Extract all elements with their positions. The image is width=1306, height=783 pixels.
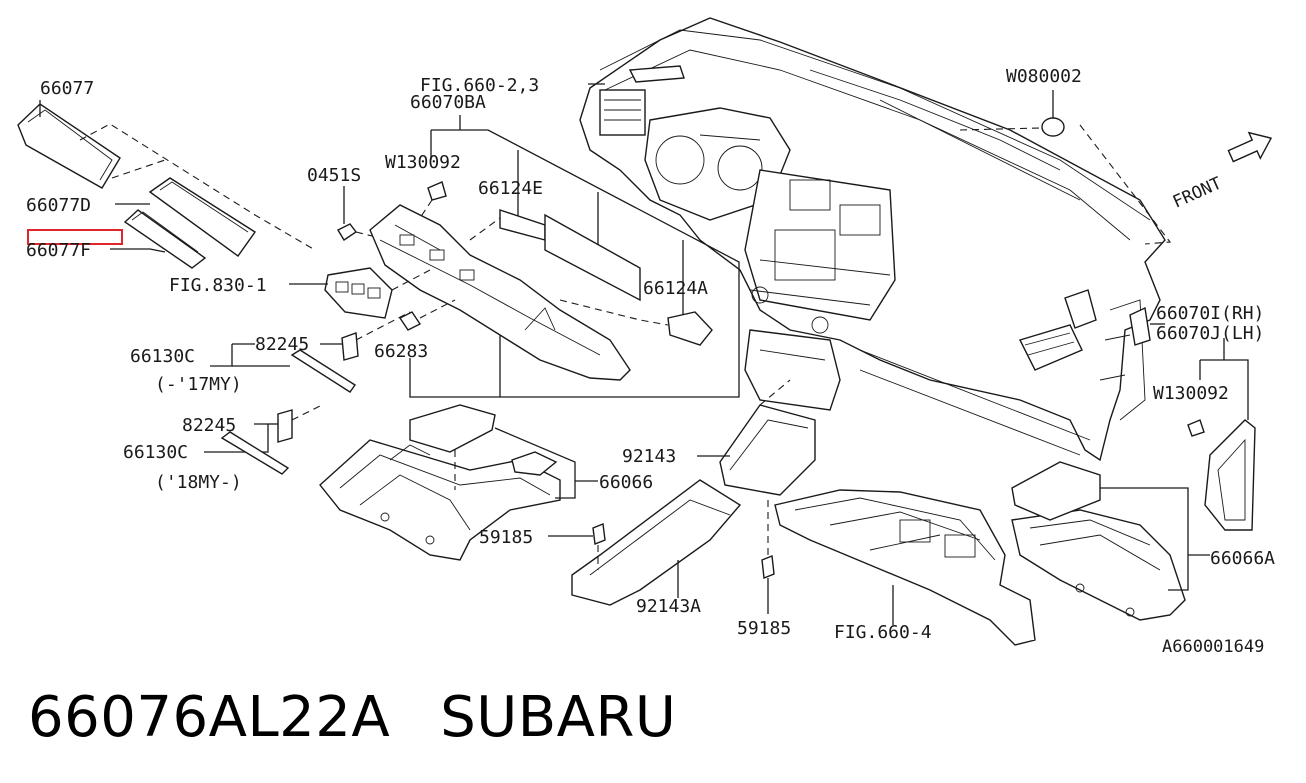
label-fig660-2-3: FIG.660-2,3 — [420, 75, 539, 96]
front-label: FRONT — [1170, 173, 1225, 212]
pad-66066-a — [409, 404, 496, 453]
label-66077d: 66077D — [26, 195, 91, 216]
label-82245-a: 82245 — [255, 334, 309, 355]
label-59185-a: 59185 — [479, 527, 533, 548]
label-w080002: W080002 — [1006, 66, 1082, 87]
cover-66077 — [17, 103, 121, 189]
label-66066: 66066 — [599, 472, 653, 493]
cover-66077d — [148, 177, 256, 257]
clip-59185-a-icon — [592, 523, 606, 545]
label-17my: (-'17MY) — [155, 374, 242, 395]
clip-w130092-icon — [427, 181, 447, 201]
label-66066a: 66066A — [1210, 548, 1275, 569]
front-arrow-icon — [1227, 131, 1273, 163]
label-66124a: 66124A — [643, 278, 708, 299]
pad-82245-a — [341, 332, 359, 361]
label-66070j: 66070J(LH) — [1156, 323, 1264, 344]
label-66077: 66077 — [40, 78, 94, 99]
bracket-assembly — [369, 204, 631, 381]
label-diagram-code: A660001649 — [1162, 637, 1264, 657]
label-66070i: 66070I(RH) — [1156, 303, 1264, 324]
duct-92143a — [571, 479, 742, 606]
label-82245-b: 82245 — [182, 415, 236, 436]
side-cover-66070 — [1204, 419, 1256, 531]
pad-82245-b — [277, 409, 293, 443]
lower-trim-66066 — [319, 439, 561, 561]
bar-66130c-a — [290, 349, 356, 393]
clip-59185-b-icon — [761, 555, 775, 579]
duct-92143 — [719, 404, 816, 496]
label-66124e: 66124E — [478, 178, 543, 199]
label-66077f: 66077F — [26, 240, 91, 261]
cover-66077f — [123, 209, 207, 269]
pad-66066-b — [511, 451, 558, 476]
bolt-0451s-icon — [337, 223, 358, 241]
side-clip — [1129, 306, 1151, 346]
brand-name: SUBARU — [440, 684, 677, 750]
label-66130c-b: 66130C — [123, 442, 188, 463]
label-w130092-a: W130092 — [385, 152, 461, 173]
dashboard-panel — [579, 17, 1166, 462]
clip-66283-icon — [398, 311, 422, 331]
label-0451s: 0451S — [307, 165, 361, 186]
part-number: 66076AL22A — [28, 684, 391, 750]
label-18my: ('18MY-) — [155, 472, 242, 493]
lower-panel-fig660-4 — [774, 489, 1036, 646]
label-92143: 92143 — [622, 446, 676, 467]
label-66070ba: 66070BA — [410, 92, 486, 113]
label-fig660-4: FIG.660-4 — [834, 622, 932, 643]
pad-66124a — [667, 311, 713, 346]
label-66130c-a: 66130C — [130, 346, 195, 367]
pad-66124e — [499, 209, 546, 241]
label-fig830-1: FIG.830-1 — [169, 275, 267, 296]
highlight-box — [27, 229, 123, 245]
clip-w080002-icon — [1041, 117, 1065, 137]
label-92143a: 92143A — [636, 596, 701, 617]
clip-w130092-b-icon — [1187, 419, 1205, 437]
label-w130092-b: W130092 — [1153, 383, 1229, 404]
pad-66066a — [1011, 461, 1101, 521]
label-59185-b: 59185 — [737, 618, 791, 639]
switch-fig830-icon — [324, 267, 393, 319]
label-66283: 66283 — [374, 341, 428, 362]
pad-66124e-b — [544, 213, 641, 302]
bar-66130c-b — [220, 431, 290, 475]
footer: 66076AL22A SUBARU — [28, 682, 676, 752]
lower-trim-66066a — [1011, 509, 1186, 621]
